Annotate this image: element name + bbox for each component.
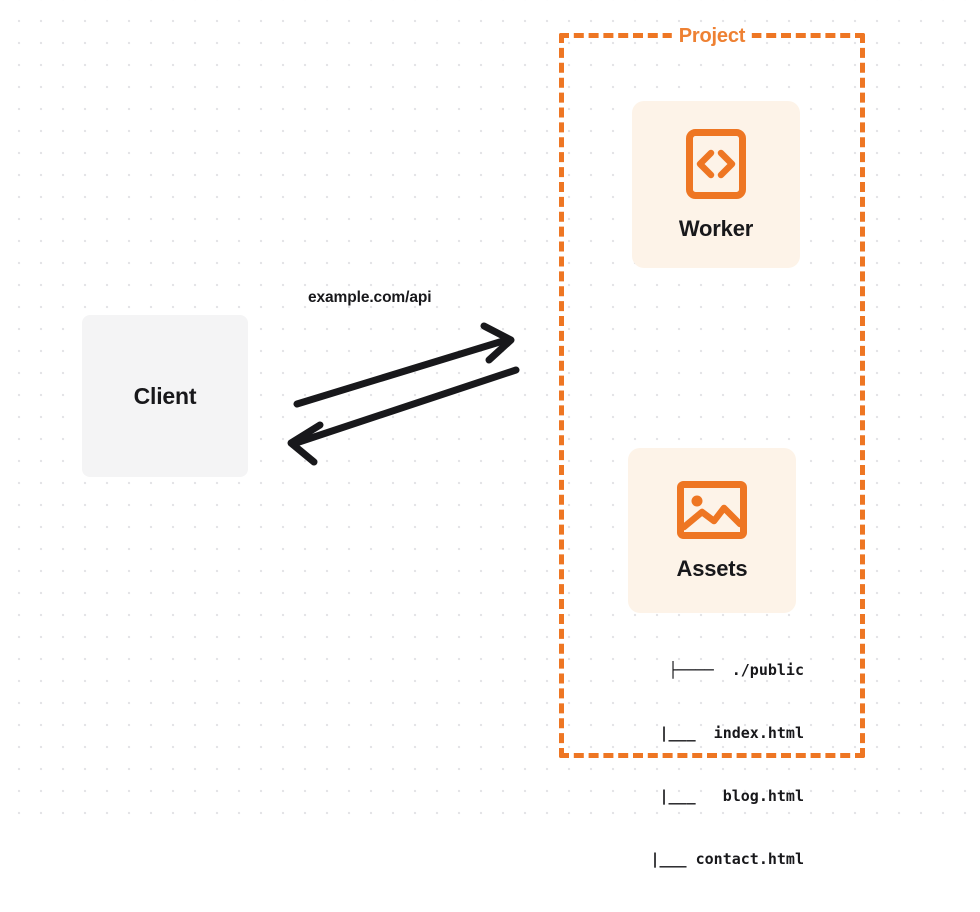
file-tree-row-root: ├──── ./public — [668, 661, 804, 679]
assets-card[interactable]: Assets — [628, 448, 796, 613]
request-arrow — [293, 322, 515, 408]
assets-file-tree: ├──── ./public |___ index.html |___ blog… — [604, 618, 804, 912]
worker-card[interactable]: Worker — [632, 101, 800, 268]
response-arrow — [287, 366, 520, 466]
project-title: Project — [671, 25, 753, 48]
client-node[interactable]: Client — [82, 315, 248, 477]
file-tree-row-contact: |___ contact.html — [623, 850, 804, 868]
diagram-canvas: Client example.com/api Project Worker — [0, 0, 980, 868]
assets-card-label: Assets — [676, 555, 748, 581]
image-photo-icon — [676, 480, 748, 540]
connection-label: example.com/api — [308, 289, 432, 306]
client-node-label: Client — [133, 382, 197, 409]
code-brackets-icon — [685, 128, 747, 200]
worker-card-label: Worker — [678, 215, 754, 241]
file-tree-row-index: |___ index.html — [632, 724, 804, 742]
project-container: Project — [559, 25, 865, 758]
file-tree-row-blog: |___ blog.html — [632, 787, 804, 805]
